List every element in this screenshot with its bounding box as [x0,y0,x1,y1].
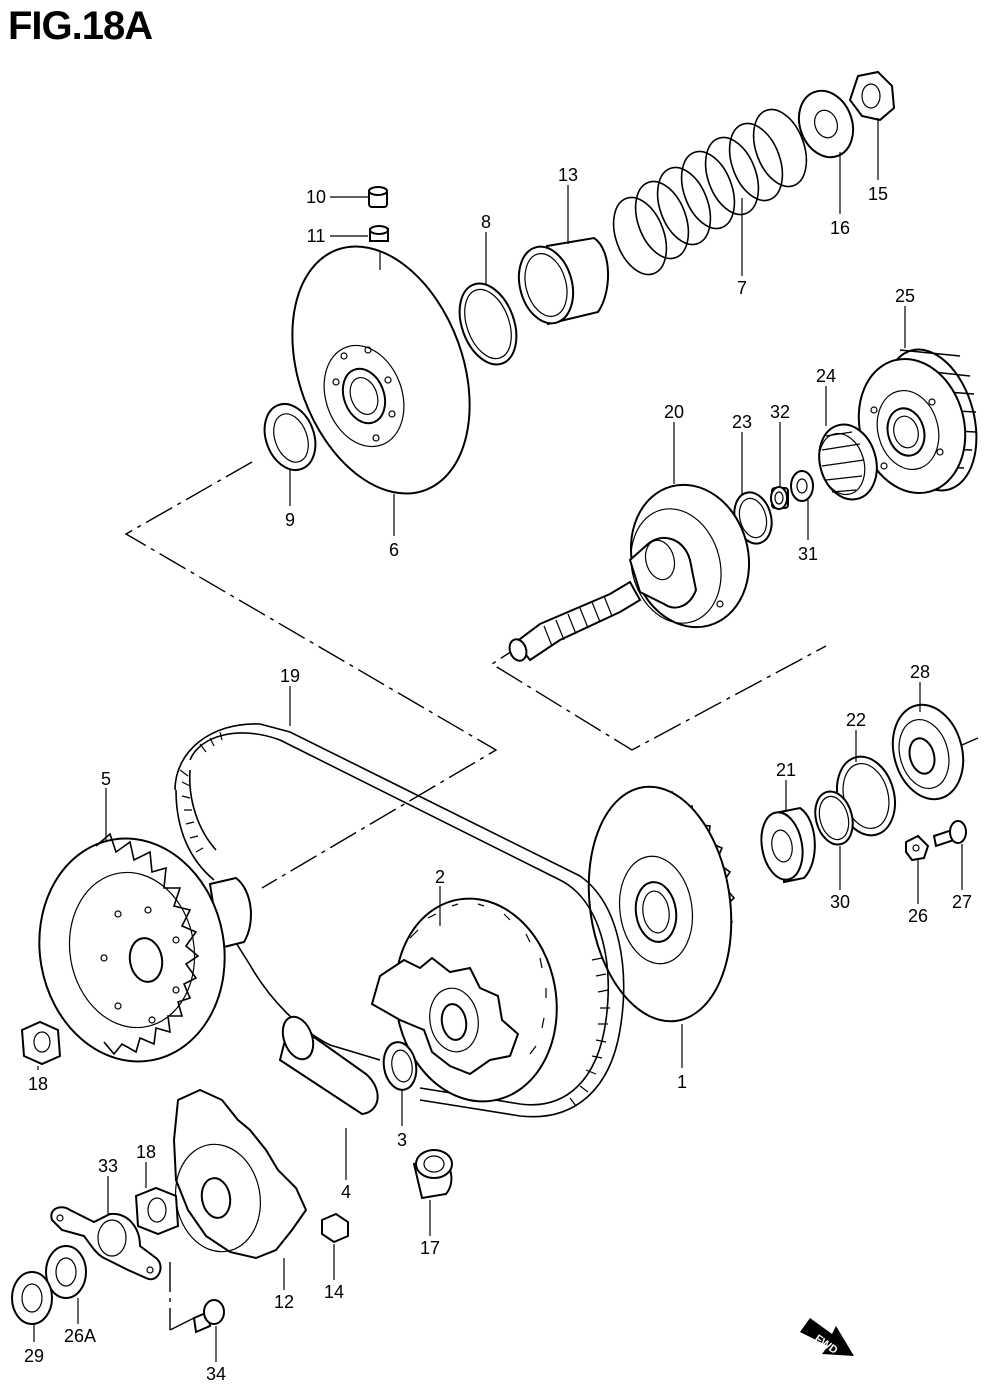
part-14-slider [321,1212,349,1244]
callout-25: 25 [895,286,915,306]
callout-22: 22 [846,710,866,730]
callout-17: 17 [420,1238,440,1258]
callout-28: 28 [910,662,930,682]
figure-title: FIG.18A [8,4,153,48]
part-26A-bearing [45,1245,87,1299]
callout-23: 23 [732,412,752,432]
callout-24: 24 [816,366,836,386]
part-34-bolt [192,1299,225,1334]
callout-1: 1 [677,1072,687,1092]
part-10-cap [368,186,388,208]
part-12-pulley-housing [172,1088,308,1260]
part-7-spring [612,108,808,276]
callout-33: 33 [98,1156,118,1176]
part-31-washer [790,470,814,502]
assembly-guide-lines [124,461,979,1331]
leader-lines [33,118,963,1362]
part-9-seal [263,403,317,471]
callout-26A: 26A [64,1326,96,1346]
callout-27: 27 [952,892,972,912]
part-30-o-ring [814,790,854,846]
callout-13: 13 [558,165,578,185]
part-18-nut-upper [20,1020,62,1066]
callout-4: 4 [341,1182,351,1202]
callout-30: 30 [830,892,850,912]
part-1-driven-face [587,785,736,1023]
part-18-nut-lower [134,1186,180,1236]
callout-12: 12 [274,1292,294,1312]
part-6-drive-face [291,245,471,495]
part-5-movable-drive-face [38,832,252,1063]
fwd-arrow-icon: FWD [800,1318,854,1357]
part-4-spacer [278,1015,379,1116]
part-13-sleeve [517,236,609,326]
callout-26: 26 [908,906,928,926]
part-20-clutch-shaft [508,483,751,662]
callout-7: 7 [737,278,747,298]
callout-18-upper: 18 [28,1074,48,1094]
part-17-needle-bearing [412,1149,453,1200]
part-28-bearing [891,703,965,801]
callout-18-lower: 18 [136,1142,156,1162]
callout-16: 16 [830,218,850,238]
part-24-needle-bearing [818,423,878,501]
callout-21: 21 [776,760,796,780]
callout-20: 20 [664,402,684,422]
callout-10: 10 [306,187,326,207]
part-26-plate [905,834,930,862]
part-32-bush [770,486,789,510]
callout-19: 19 [280,666,300,686]
callout-2: 2 [435,867,445,887]
part-19-v-belt [174,723,625,1118]
callout-8: 8 [481,212,491,232]
callout-14: 14 [324,1282,344,1302]
callout-15: 15 [868,184,888,204]
part-11-washer [369,225,389,242]
callout-6: 6 [389,540,399,560]
callout-11: 11 [307,226,326,246]
part-27-bolt [932,820,967,848]
callout-5: 5 [101,769,111,789]
part-15-nut [848,70,896,122]
part-33-bracket [50,1206,162,1281]
part-29-oil-seal [11,1271,53,1325]
callout-29: 29 [24,1346,44,1366]
part-8-o-ring [458,282,518,366]
callout-31: 31 [798,544,818,564]
part-3-oil-seal [382,1041,418,1091]
callout-9: 9 [285,510,295,530]
callout-34: 34 [206,1364,226,1384]
callout-labels: 1 2 3 4 5 6 7 8 9 10 11 12 13 14 15 16 1… [24,165,972,1384]
callout-3: 3 [397,1130,407,1150]
callout-32: 32 [770,402,790,422]
part-16-spring-seat [797,89,855,159]
part-2-pulley-cam [370,897,558,1103]
part-21-collar [760,806,816,884]
part-25-clutch-housing [857,348,978,495]
